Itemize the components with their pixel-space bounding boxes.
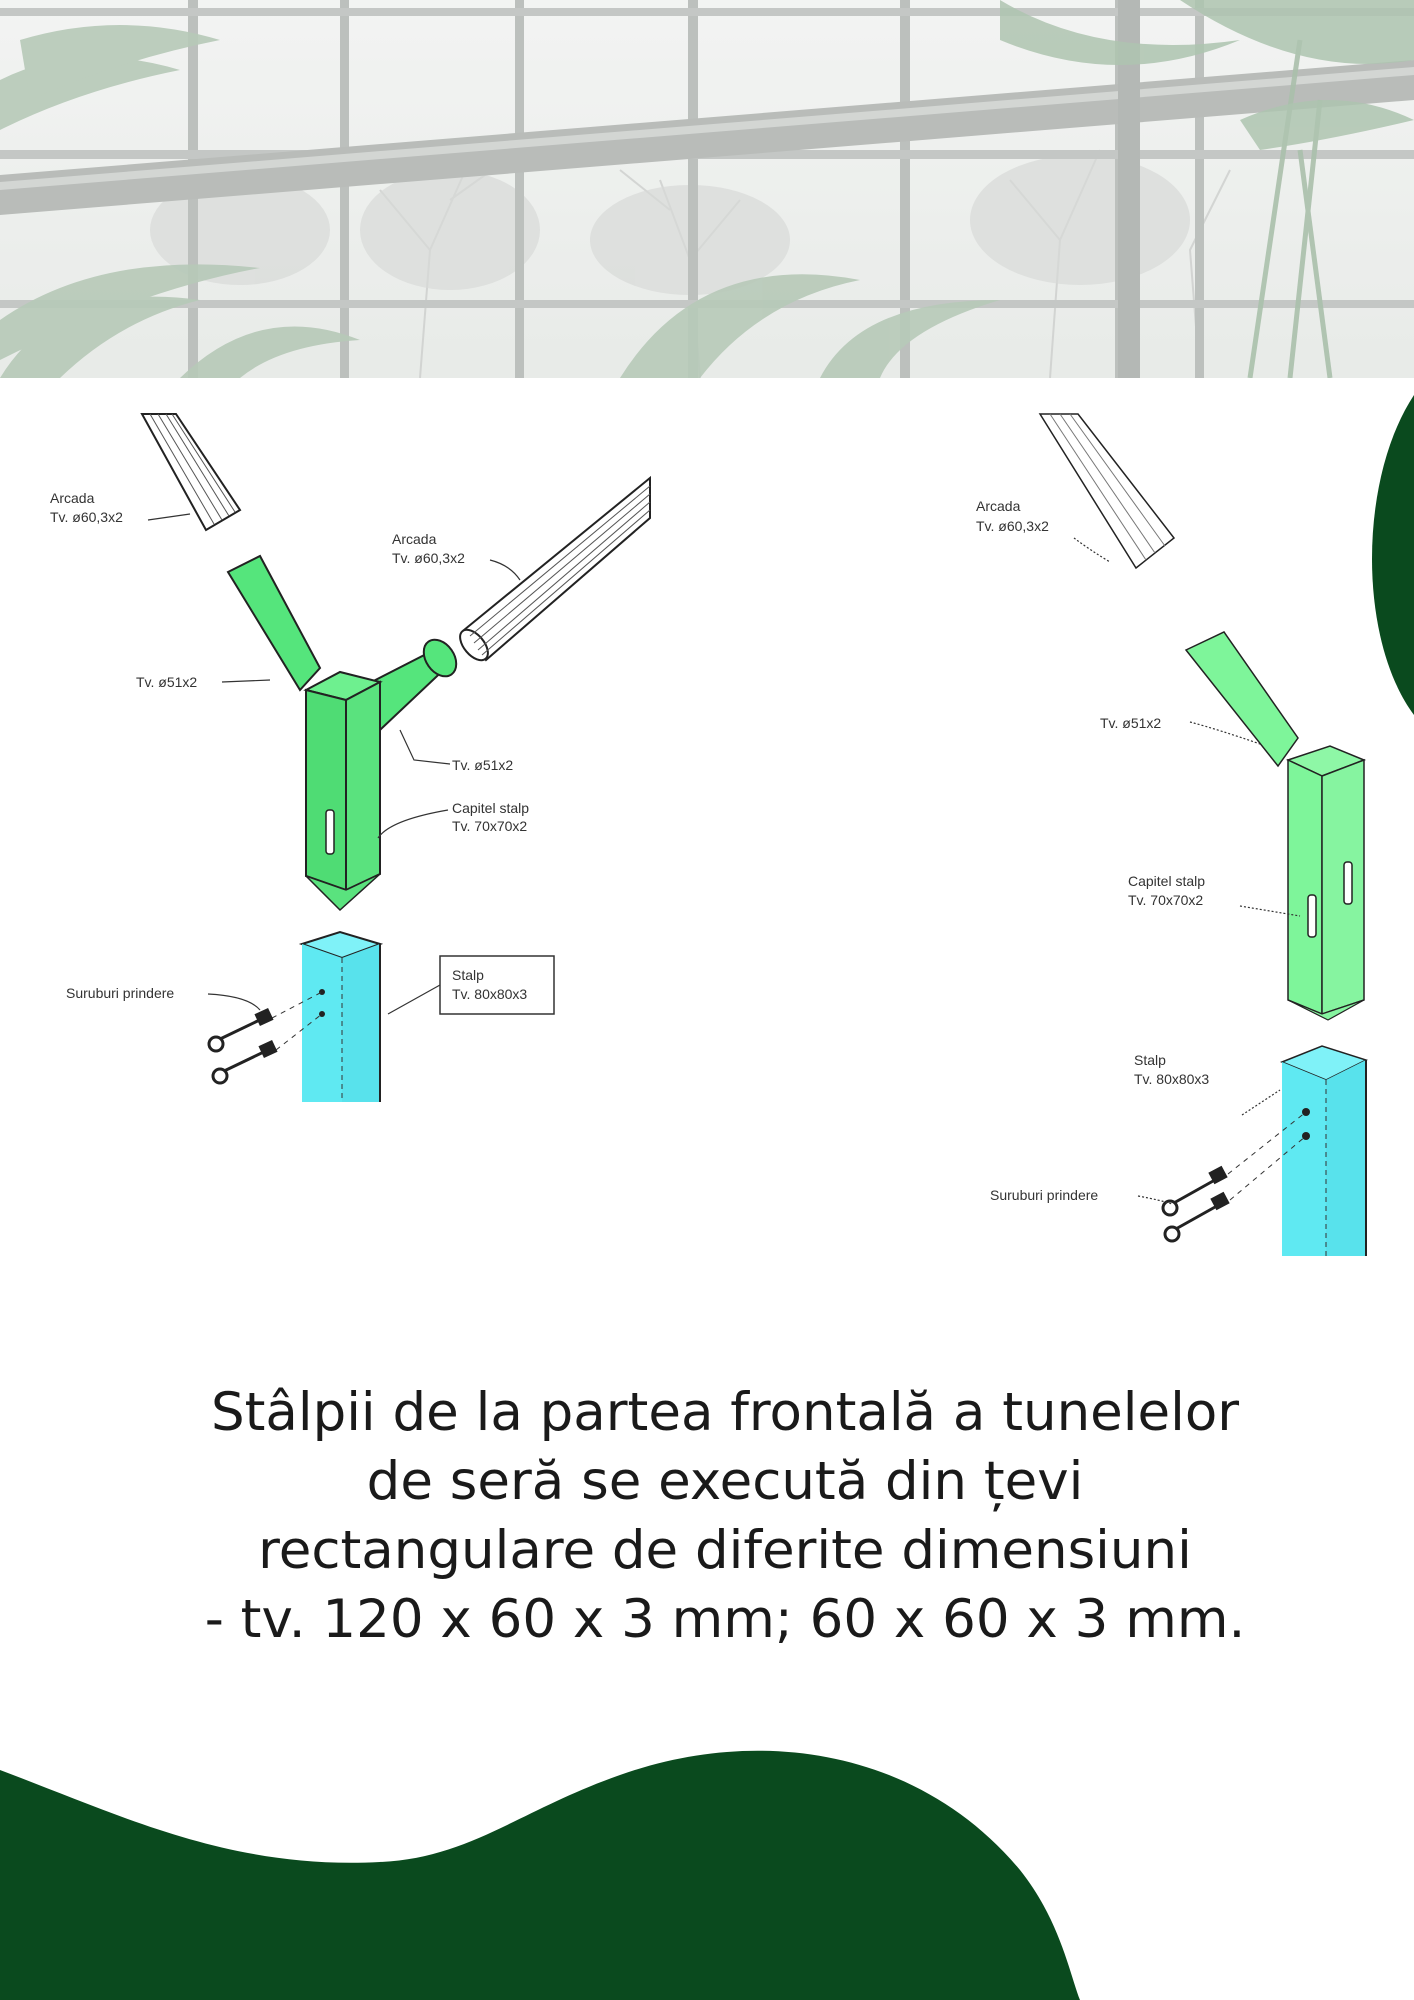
bolts-left [207,1007,278,1085]
label-arcada-1: Arcada [50,490,95,506]
label-branch-1: Tv. ø51x2 [136,674,197,690]
label-post: Stalp [452,967,484,983]
caption-line-2: de seră se execută din țevi [366,1451,1084,1512]
label-post: Stalp [1134,1052,1166,1068]
arcada-tube-right [459,475,651,662]
label-arcada-2-spec: Tv. ø60,3x2 [392,550,465,566]
diagram-left: Arcada Tv. ø60,3x2 Arcada Tv. ø60,3x2 Tv… [50,413,651,1102]
arcada-tube [1038,413,1176,570]
label-branch-2: Tv. ø51x2 [452,757,513,773]
label-arcada: Arcada [976,498,1021,514]
greenhouse-photo [0,0,1414,378]
label-capital: Capitel stalp [1128,873,1205,889]
diagram-right: Arcada Tv. ø60,3x2 Tv. ø51x2 Capitel sta… [976,413,1368,1256]
label-arcada-2: Arcada [392,531,437,547]
label-capital-spec: Tv. 70x70x2 [452,818,527,834]
bolts-right [1161,1165,1230,1243]
caption-line-3: rectangulare de diferite dimensiuni [258,1520,1192,1581]
capital-green [1184,631,1367,1021]
label-arcada-spec: Tv. ø60,3x2 [976,518,1049,534]
label-branch: Tv. ø51x2 [1100,715,1161,731]
caption: Stâlpii de la partea frontală a tunelelo… [60,1378,1390,1654]
label-capital: Capitel stalp [452,800,529,816]
label-post-spec: Tv. 80x80x3 [452,986,527,1002]
label-bolts: Suruburi prindere [990,1187,1098,1203]
label-arcada-1-spec: Tv. ø60,3x2 [50,509,123,525]
label-post-spec: Tv. 80x80x3 [1134,1071,1209,1087]
label-bolts: Suruburi prindere [66,985,174,1001]
capital-green [226,554,458,912]
caption-line-4: - tv. 120 x 60 x 3 mm; 60 x 60 x 3 mm. [204,1589,1246,1650]
arcada-tube-left [140,413,242,532]
post-cyan [298,930,384,1102]
caption-line-1: Stâlpii de la partea frontală a tunelelo… [210,1382,1240,1443]
post-cyan [1280,1045,1368,1256]
label-capital-spec: Tv. 70x70x2 [1128,892,1203,908]
